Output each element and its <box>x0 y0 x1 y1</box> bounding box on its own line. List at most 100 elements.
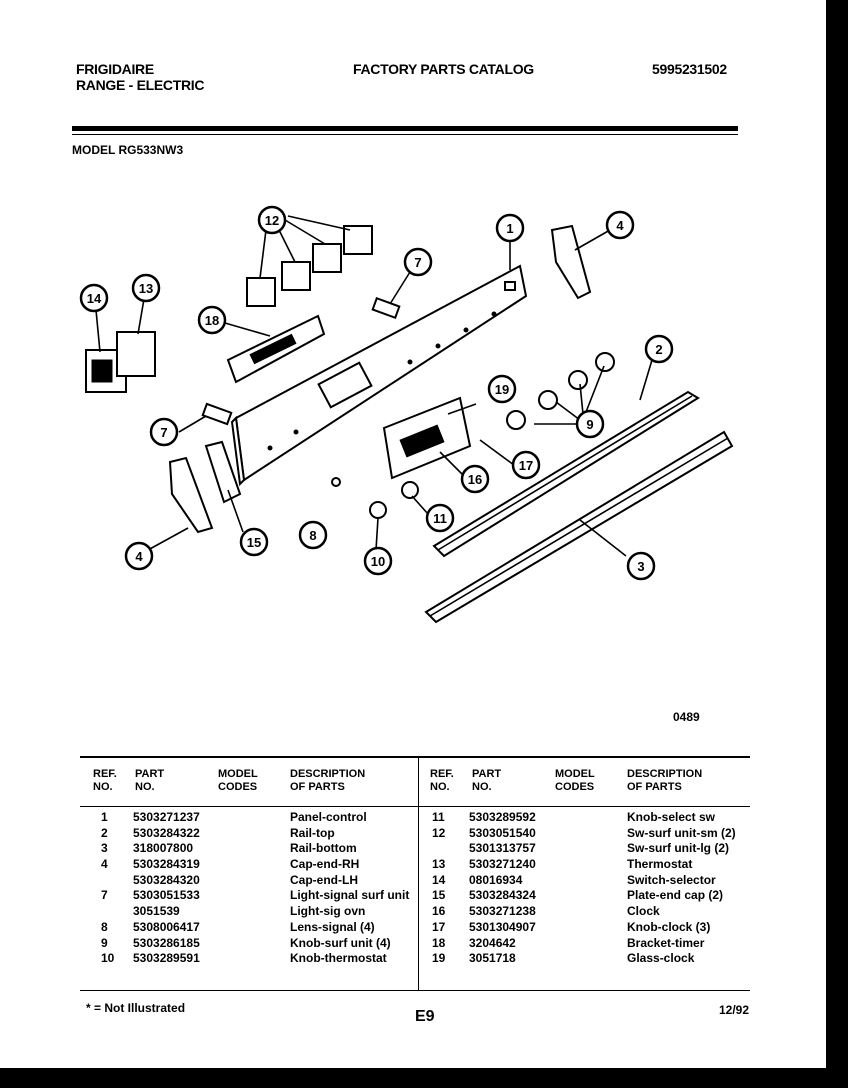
header-description-left: DESCRIPTION OF PARTS <box>290 768 366 793</box>
left-ref-no: 1 <box>101 810 108 824</box>
left-part-no: 5303051533 <box>133 888 200 903</box>
callout-4: 4 <box>605 210 635 240</box>
bracket-timer-18 <box>226 314 326 384</box>
light-signals-7 <box>201 296 401 426</box>
table-center-divider <box>418 758 419 990</box>
left-part-no: 5303286185 <box>133 935 200 950</box>
left-description: Cap-end-RH <box>290 857 360 872</box>
right-ref-no: 12 <box>432 825 446 840</box>
callout-7: 7 <box>403 247 433 277</box>
right-description: Glass-clock <box>627 951 695 966</box>
switch-selector-thermostat <box>85 331 156 393</box>
left-part-no: 5303284322 <box>133 825 200 840</box>
left-ref-no: 4 <box>101 857 108 872</box>
callout-15: 15 <box>239 527 269 557</box>
right-ref-no: 19 <box>432 951 446 966</box>
brand-name: FRIGIDAIRE <box>76 61 154 77</box>
callout-7: 7 <box>149 417 179 447</box>
table-row: 8 5308006417 Lens-signal (4) <box>0 920 420 936</box>
right-description: Knob-select sw <box>627 810 716 824</box>
left-description: Panel-control <box>290 810 367 824</box>
scan-border-right <box>826 0 848 1088</box>
header-part-no-right: PART NO. <box>472 768 502 793</box>
left-ref-no: 2 <box>101 825 108 840</box>
svg-text:4: 4 <box>135 549 143 564</box>
left-description: Light-signal surf unit <box>290 888 410 903</box>
header-model-codes-right: MODEL CODES <box>555 768 595 793</box>
header-model-codes-left: MODEL CODES <box>218 768 258 793</box>
control-panel <box>230 264 528 487</box>
catalog-title: FACTORY PARTS CATALOG <box>353 61 534 77</box>
left-ref-no: 3 <box>101 841 108 856</box>
callout-13: 13 <box>131 273 161 303</box>
svg-text:10: 10 <box>371 554 385 569</box>
svg-text:4: 4 <box>616 218 624 233</box>
header-rule-thick <box>72 126 738 131</box>
svg-text:7: 7 <box>414 255 421 270</box>
right-description: Bracket-timer <box>627 935 705 950</box>
rail-top-2 <box>432 390 700 558</box>
svg-text:16: 16 <box>468 472 482 487</box>
callout-17: 17 <box>511 450 541 480</box>
product-type: RANGE - ELECTRIC <box>76 77 205 93</box>
callout-16: 16 <box>460 464 490 494</box>
figure-code: 0489 <box>673 710 700 724</box>
left-ref-no: 7 <box>101 888 108 903</box>
right-part-no: 5301313757 <box>469 841 536 856</box>
right-part-no: 5303289592 <box>469 810 536 824</box>
table-row: 5301313757 Sw-surf unit-lg (2) <box>0 841 760 857</box>
callout-18: 18 <box>197 305 227 335</box>
left-part-no: 3051539 <box>133 904 180 919</box>
left-part-no: 5308006417 <box>133 919 200 934</box>
table-top-rule <box>80 756 750 758</box>
end-caps-4 <box>168 224 592 534</box>
right-description: Clock <box>627 904 660 919</box>
right-ref-no: 14 <box>432 872 446 887</box>
left-description: Lens-signal (4) <box>290 919 375 934</box>
right-ref-no: 15 <box>432 888 446 903</box>
svg-text:14: 14 <box>87 291 102 306</box>
svg-text:1: 1 <box>506 221 513 236</box>
table-row: 4 5303284319 Cap-end-RH <box>0 857 420 873</box>
left-ref-no: 8 <box>101 919 108 934</box>
left-part-no: 5303284320 <box>133 872 200 887</box>
right-part-no: 5303271240 <box>469 857 536 872</box>
right-ref-no: 16 <box>432 904 446 919</box>
right-description: Sw-surf unit-lg (2) <box>627 841 729 856</box>
page-number: E9 <box>415 1008 435 1025</box>
header-ref-no-left: REF. NO. <box>93 768 117 793</box>
callout-12: 12 <box>257 205 287 235</box>
right-part-no: 5301304907 <box>469 919 536 934</box>
callout-14: 14 <box>79 283 109 313</box>
right-part-no: 5303284324 <box>469 888 536 903</box>
leader-lines <box>95 215 653 557</box>
callout-3: 3 <box>626 551 656 581</box>
switches-12 <box>246 225 373 307</box>
right-description: Knob-clock (3) <box>627 919 711 934</box>
callout-1: 1 <box>495 213 525 243</box>
callout-2: 2 <box>644 334 674 364</box>
right-description: Switch-selector <box>627 872 716 887</box>
right-part-no: 5303271238 <box>469 904 536 919</box>
left-part-no: 5303284319 <box>133 857 200 872</box>
svg-text:2: 2 <box>655 342 662 357</box>
header-part-no-left: PART NO. <box>135 768 165 793</box>
left-description: Knob-surf unit (4) <box>290 935 391 950</box>
clock-16-19 <box>382 396 472 480</box>
footnote-not-illustrated: * = Not Illustrated <box>86 1001 186 1015</box>
left-part-no: 318007800 <box>133 841 194 856</box>
right-ref-no: 13 <box>432 857 446 872</box>
left-description: Rail-top <box>290 825 335 840</box>
left-ref-no: 9 <box>101 935 108 950</box>
